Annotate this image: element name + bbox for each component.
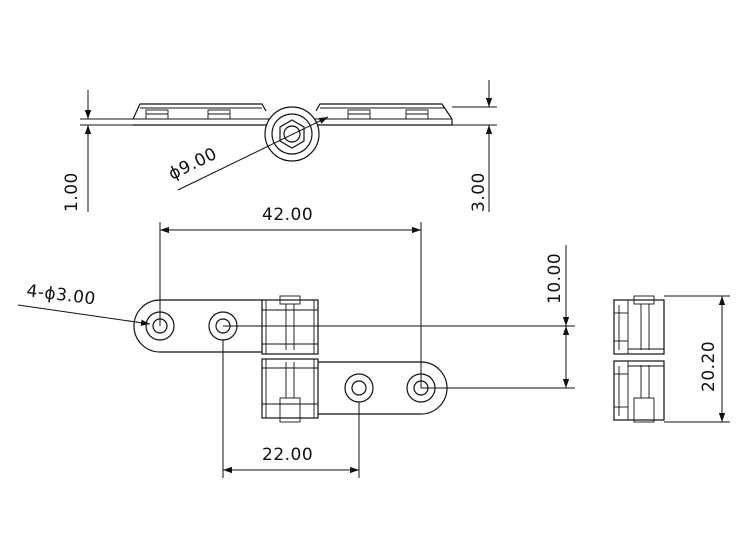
label-hole-span: 42.00 [262, 205, 313, 225]
upper-knuckle [261, 295, 319, 355]
label-offset: 10.00 [545, 253, 565, 304]
front-view: 42.00 4-ϕ3.00 10.00 22.00 [17, 205, 575, 478]
label-knuckle-diameter: ϕ9.00 [165, 144, 220, 185]
top-view: ϕ9.00 1.00 3.00 [62, 80, 497, 212]
plate-bumps [145, 109, 429, 120]
hole-3 [344, 373, 374, 403]
label-thickness-right: 3.00 [469, 172, 489, 212]
side-view: 20.20 [613, 295, 730, 423]
label-overall-height: 20.20 [699, 341, 719, 392]
label-hole-callout: 4-ϕ3.00 [25, 281, 96, 309]
lower-knuckle [261, 358, 319, 423]
label-leaf-spacing: 22.00 [262, 445, 313, 465]
label-thickness-left: 1.00 [62, 172, 82, 212]
